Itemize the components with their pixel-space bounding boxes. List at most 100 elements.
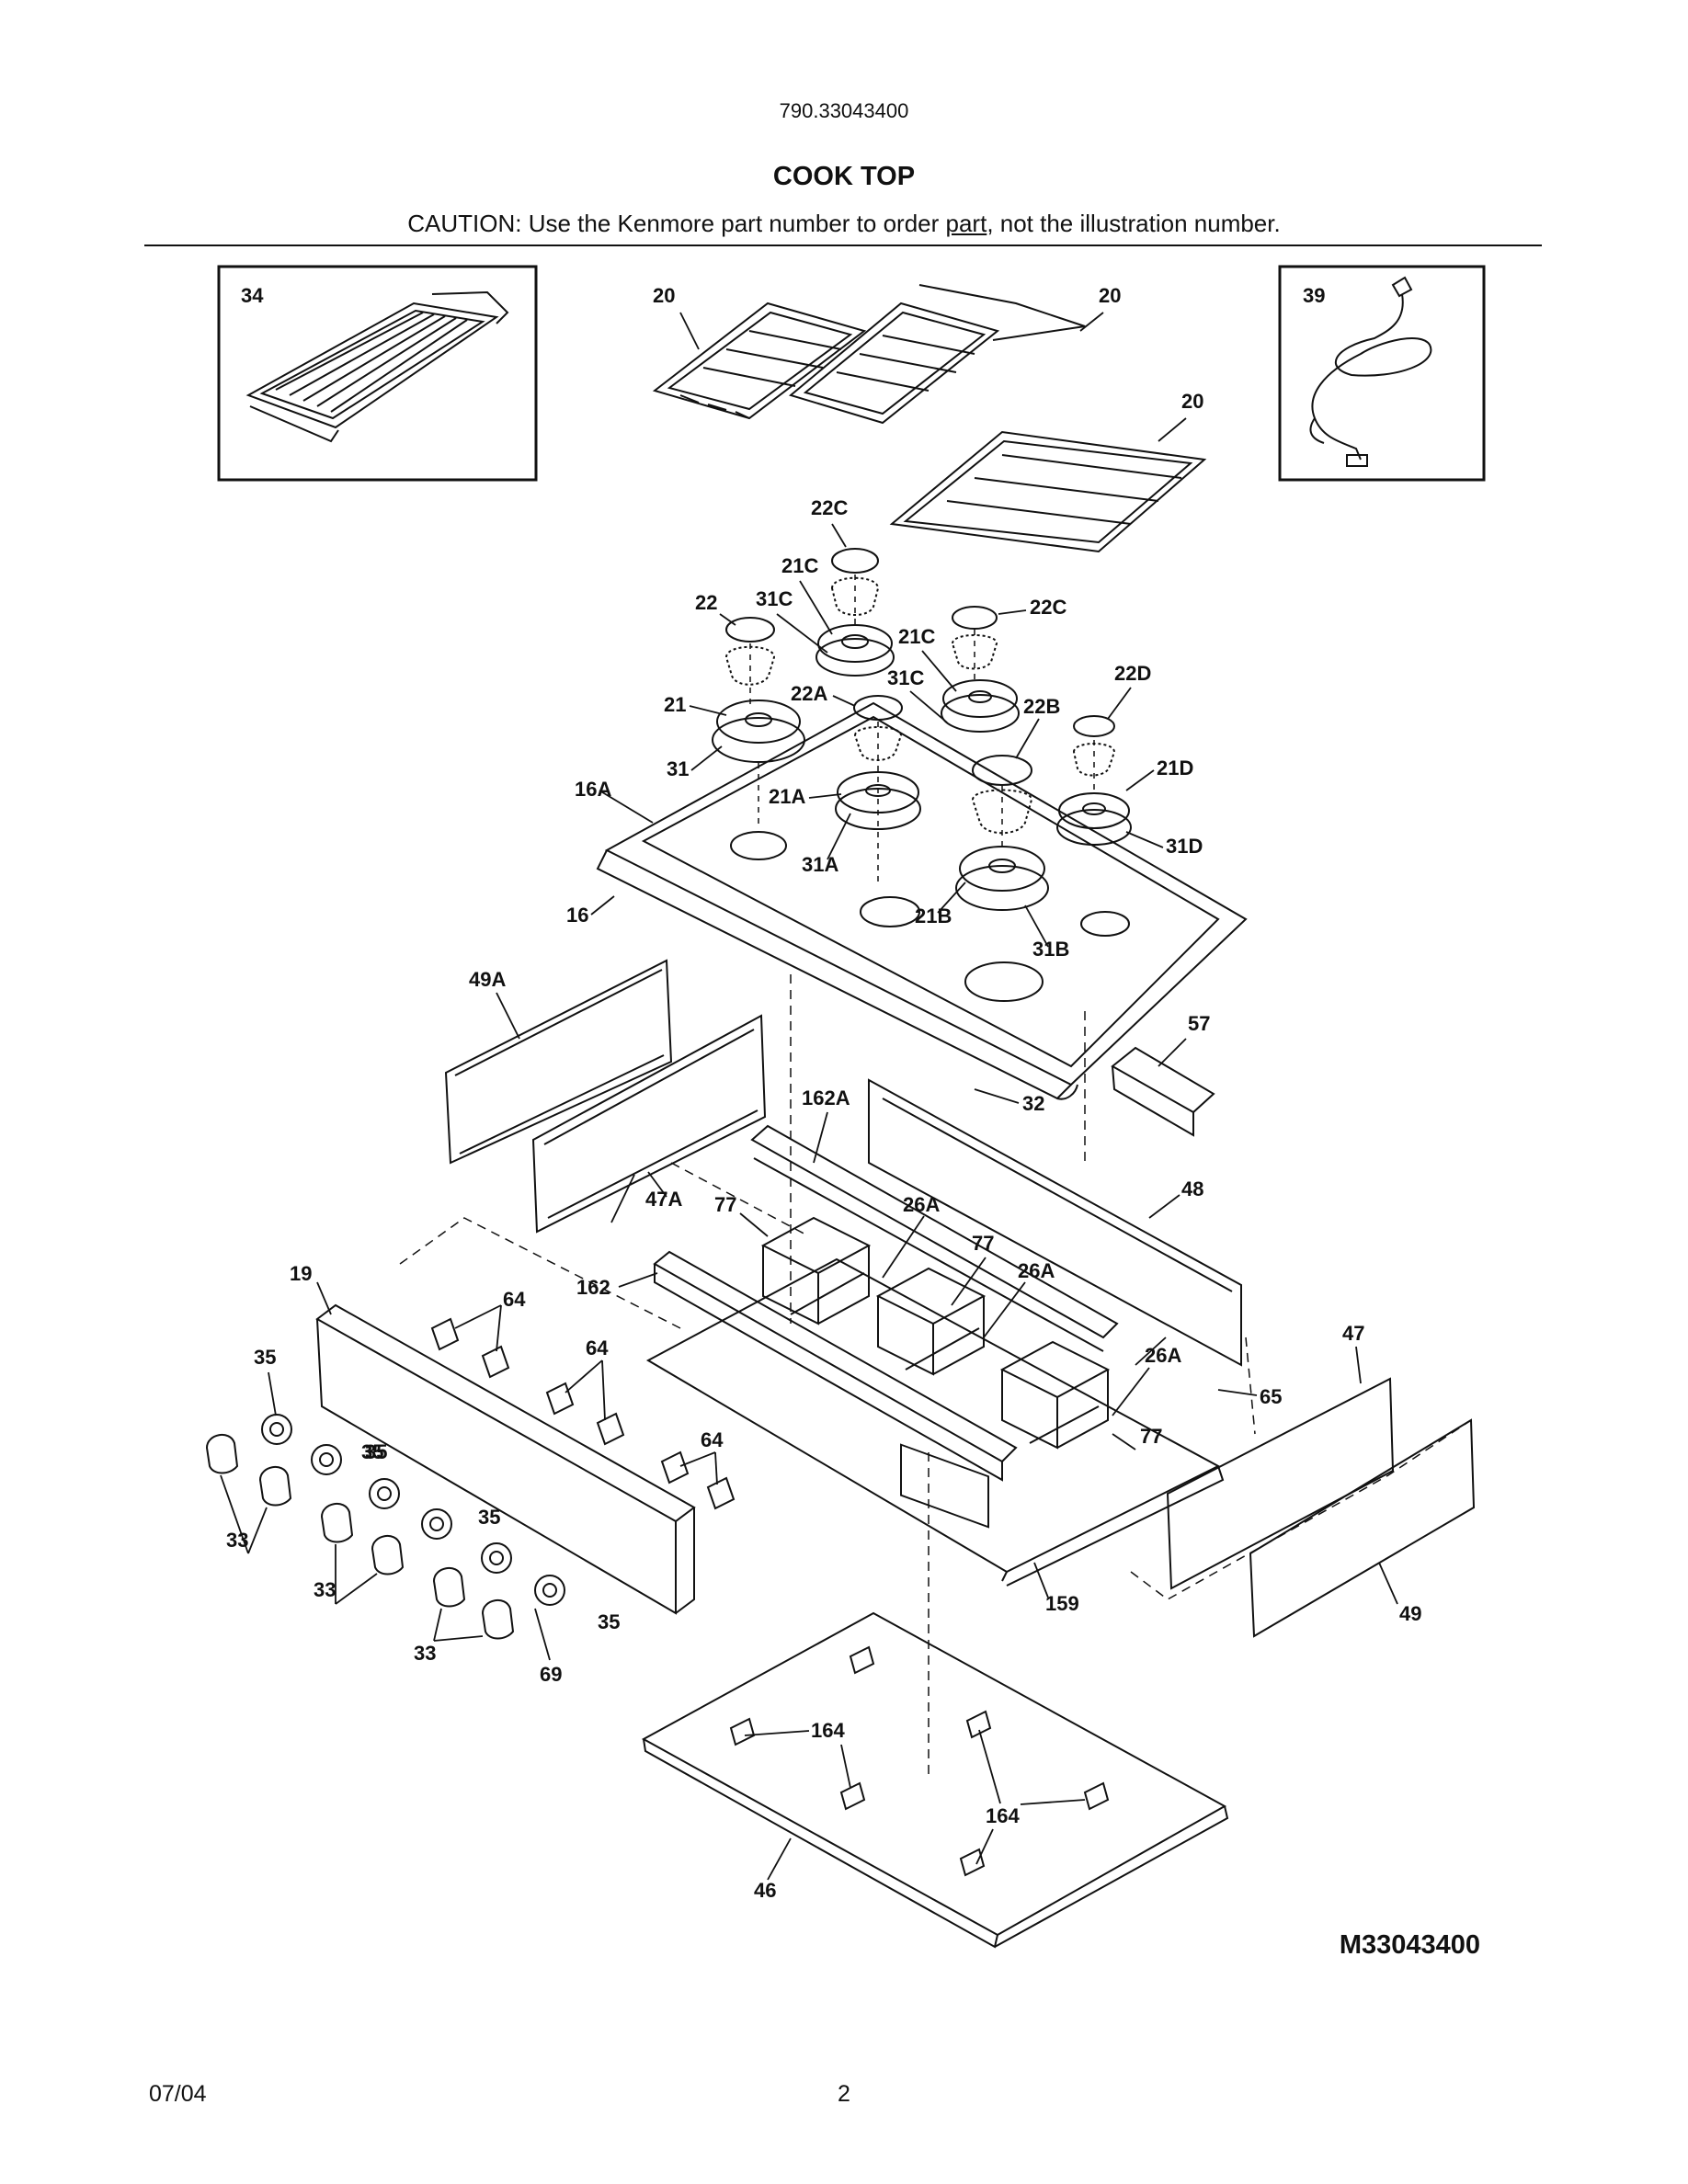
callout: 22B — [1023, 695, 1060, 718]
callout: 162 — [576, 1276, 610, 1299]
caution-suffix: , not the illustration number. — [987, 210, 1281, 237]
panel-49 — [1249, 1418, 1476, 1638]
burner-22D — [1056, 715, 1132, 846]
inset-box-power-cord — [1278, 265, 1486, 482]
callout: 164 — [986, 1804, 1020, 1827]
power-cord-drawing — [1309, 276, 1432, 467]
leader-lines — [220, 312, 1398, 1881]
revision-date: 07/04 — [149, 2081, 207, 2107]
callout: 35 — [361, 1440, 383, 1463]
callout: 21B — [915, 904, 952, 927]
callout: 32 — [1022, 1092, 1044, 1115]
bezels-35 — [261, 1414, 565, 1606]
callout: 47A — [645, 1188, 682, 1211]
callout: 22C — [811, 496, 848, 519]
callout: 48 — [1181, 1177, 1203, 1200]
caution-prefix: CAUTION: Use the Kenmore part number to … — [407, 210, 946, 237]
callout: 49A — [469, 968, 506, 991]
header-divider — [144, 245, 1542, 246]
callout: 22A — [791, 682, 827, 705]
burner-22C-top — [815, 548, 895, 677]
callout: 31 — [667, 757, 689, 780]
panel-47A — [531, 1014, 767, 1234]
caution-note: CAUTION: Use the Kenmore part number to … — [0, 210, 1688, 238]
rail-162 — [653, 1250, 1018, 1482]
callout: 65 — [1260, 1385, 1282, 1408]
callout: 35 — [478, 1506, 500, 1529]
callout: 31B — [1032, 938, 1069, 961]
callout: 22 — [695, 591, 717, 614]
callout: 20 — [653, 284, 675, 307]
inset-box-griddle — [217, 265, 538, 482]
callout: 31A — [802, 853, 838, 876]
callout: 31C — [887, 666, 924, 689]
callout: 33 — [414, 1642, 436, 1665]
callout: 35 — [254, 1346, 276, 1369]
cooktop-top — [596, 701, 1248, 1100]
callout: 39 — [1303, 284, 1325, 307]
bottom-plate-46 — [641, 1611, 1229, 1949]
callout: 69 — [540, 1663, 562, 1686]
callout: 64 — [701, 1428, 724, 1451]
callout: 16 — [566, 904, 588, 927]
burner-22A-center — [835, 695, 921, 830]
callout: 21C — [898, 625, 935, 648]
callout: 19 — [290, 1262, 312, 1285]
callout: 21A — [769, 785, 805, 808]
callout: 26A — [1145, 1344, 1181, 1367]
callout: 35 — [365, 1440, 387, 1463]
callout: 47 — [1342, 1322, 1364, 1345]
callout: 33 — [314, 1578, 336, 1601]
brackets-77-26A — [760, 1216, 1111, 1450]
burner-22C-right — [941, 606, 1020, 733]
callout: 64 — [586, 1337, 609, 1359]
grate-middle — [788, 284, 1086, 425]
burner-22-left — [712, 617, 805, 763]
page-title: COOK TOP — [772, 162, 916, 191]
callout: 20 — [1099, 284, 1121, 307]
assembly-guides — [399, 974, 1472, 1774]
callout: 21D — [1157, 756, 1193, 779]
bracket-57 — [1111, 1046, 1215, 1137]
callout: 64 — [503, 1288, 526, 1311]
valve-plates-64 — [430, 1317, 736, 1510]
callout-labels: 34 20 20 20 39 22C 21C 22 31C 22C 21C 22… — [226, 284, 1421, 1902]
callout: 21C — [781, 554, 818, 577]
callout: 33 — [226, 1529, 248, 1552]
callout: 77 — [714, 1193, 736, 1216]
callout: 49 — [1399, 1602, 1421, 1625]
burner-22B — [955, 755, 1049, 911]
callout: 21 — [664, 693, 686, 716]
callout: 77 — [972, 1232, 994, 1255]
callout: 162A — [802, 1086, 850, 1109]
grate-left — [652, 301, 867, 420]
callout: 77 — [1140, 1425, 1162, 1448]
panel-49A — [444, 959, 673, 1165]
page-number: 2 — [838, 2081, 850, 2107]
callout: 26A — [1018, 1259, 1055, 1282]
callout: 16A — [575, 778, 611, 801]
figure-id: M33043400 — [1339, 1930, 1480, 1960]
callout: 57 — [1188, 1012, 1210, 1035]
callout: 22D — [1114, 662, 1151, 685]
griddle-drawing — [245, 290, 509, 443]
callout: 31C — [756, 587, 793, 610]
rail-162A — [750, 1124, 1119, 1352]
knobs-33 — [205, 1434, 515, 1640]
callout: 31D — [1166, 835, 1203, 858]
callout: 26A — [903, 1193, 940, 1216]
callout: 159 — [1045, 1592, 1079, 1615]
grate-right — [889, 430, 1207, 553]
callout: 35 — [598, 1610, 620, 1633]
callout: 46 — [754, 1879, 776, 1902]
panel-48 — [868, 1078, 1242, 1529]
callout: 22C — [1030, 596, 1066, 619]
callout: 164 — [811, 1719, 845, 1742]
caution-part-link: part — [945, 210, 987, 237]
burner-guides — [749, 574, 1095, 882]
feet-164 — [729, 1645, 1110, 1877]
model-number: 790.33043400 — [779, 99, 909, 122]
panel-47 — [1166, 1377, 1395, 1590]
callout: 20 — [1181, 390, 1203, 413]
